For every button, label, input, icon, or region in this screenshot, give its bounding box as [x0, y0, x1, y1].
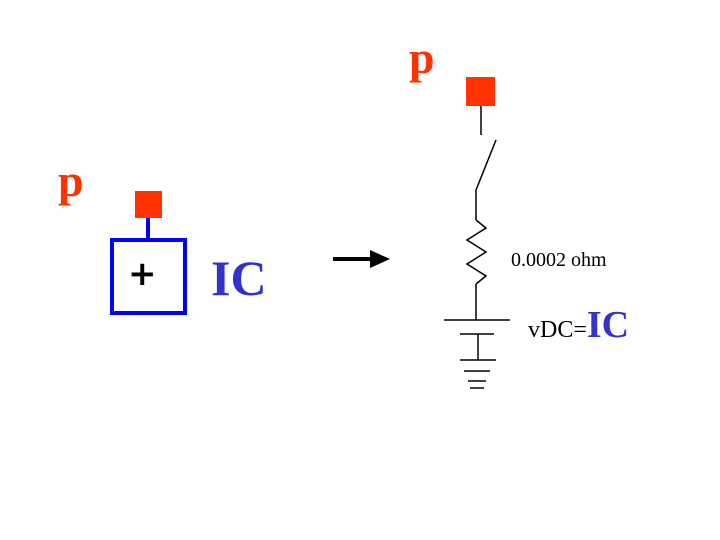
source-label-ic: IC: [586, 304, 630, 346]
resistor-value-label: 0.0002 ohm: [511, 249, 607, 271]
source-value-label: vDC=IC: [528, 306, 629, 344]
plus-icon: +: [128, 254, 157, 294]
left-port-square: [135, 191, 162, 218]
right-arrow-icon: [333, 250, 390, 268]
left-port-label: p: [58, 155, 84, 206]
ground-icon: [460, 359, 496, 389]
ic-symbol-box: [110, 238, 187, 315]
resistor-zigzag: [465, 219, 488, 285]
source-label-prefix: vDC=: [528, 317, 587, 343]
right-port-square: [466, 77, 495, 106]
ic-name-label: IC: [211, 250, 267, 306]
right-port-label: p: [409, 32, 435, 83]
switch-blade: [475, 139, 497, 191]
